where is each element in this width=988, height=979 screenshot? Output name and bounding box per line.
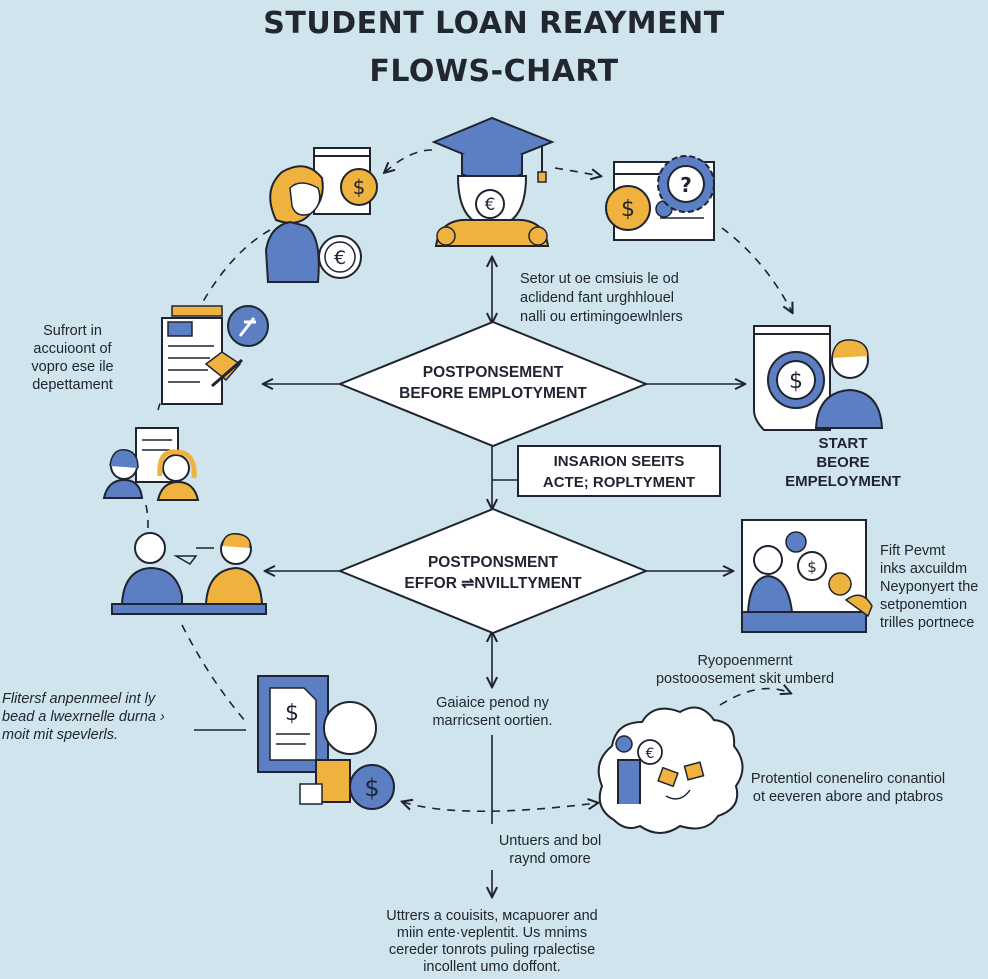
svg-text:€: € xyxy=(485,195,496,215)
right-lower-annotation: Ryopoenmernt postooosement skit umberd xyxy=(655,653,835,687)
decision-2-label: POSTPONSMENT EFFOR ⇌NVILLTYMENT xyxy=(404,554,582,592)
decision-diamond-1 xyxy=(337,320,649,448)
decision-diamond-2 xyxy=(337,507,649,635)
left-mid-annotation: Sufrort in accuioont of vopro ese ile de… xyxy=(31,323,114,393)
checklist-document-icon xyxy=(161,305,269,405)
flow-lines xyxy=(194,258,744,896)
bottom-mid-annotation: Untuers and bol raynd omore xyxy=(498,833,602,867)
svg-text:$: $ xyxy=(285,701,299,726)
student-icon: € xyxy=(434,175,550,247)
bottom-annotation: Uttrers a couisits, мcapuorer and miin e… xyxy=(386,908,598,975)
page-title-line-2: FLOWS-CHART xyxy=(369,54,619,89)
process-box xyxy=(517,445,721,497)
two-women-icon xyxy=(102,427,200,501)
start-label: START BEORE EMPELOYMENT xyxy=(785,435,901,490)
presentation-board-icon: $ xyxy=(741,519,873,633)
grace-period-annotation: Gaiaice penod ny marricsent oortien. xyxy=(432,695,553,729)
svg-text:$: $ xyxy=(621,197,635,222)
question-gear-icon: ? xyxy=(657,155,715,213)
svg-text:€: € xyxy=(646,746,655,762)
svg-text:$: $ xyxy=(353,175,366,199)
right-mid-annotation: Fift Pevmt inks axcuildm Neyponyert the … xyxy=(880,543,979,631)
left-lower-annotation: Flitersf anpenmeel int ly bead a lwexrne… xyxy=(2,691,165,743)
page-title-line-1: STUDENT LOAN REAYMENT xyxy=(263,6,725,41)
svg-text:?: ? xyxy=(680,173,692,197)
svg-text:$: $ xyxy=(789,369,803,394)
svg-text:$: $ xyxy=(807,558,817,576)
graduation-cap-icon xyxy=(431,116,555,183)
euro-coin-icon: € xyxy=(318,235,362,279)
dollar-person-screen-icon: $ xyxy=(753,325,884,431)
euro-person-cloud-icon: € xyxy=(597,706,744,834)
top-right-annotation: Setor ut oe cmsiuis le od aclidend fant … xyxy=(520,271,683,325)
svg-text:€: € xyxy=(334,247,346,269)
process-box-label: INSARION SEEITS ACTE; ROPLTYMENT xyxy=(542,453,696,491)
dollar-document-icon: $ $ xyxy=(257,675,395,810)
decision-1-label: POSTPONSEMENT BEFORE EMPLOTYMENT xyxy=(399,364,587,402)
two-people-desk-icon xyxy=(111,532,267,615)
bottom-right-annotation: Protentiol coneneliro conantiol ot eever… xyxy=(750,771,946,805)
woman-coin-icon: $ xyxy=(264,147,378,283)
svg-text:$: $ xyxy=(364,774,379,802)
